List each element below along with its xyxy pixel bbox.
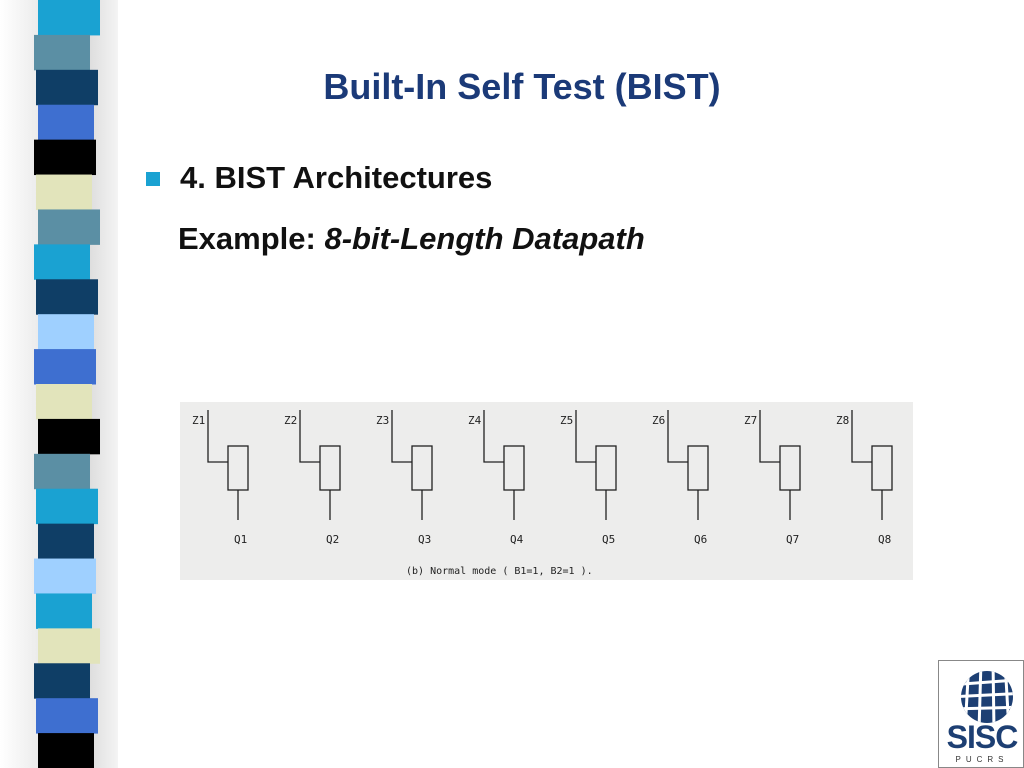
stripe-segment <box>34 558 96 594</box>
stripe-segment <box>34 663 90 699</box>
output-label: Q1 <box>234 533 247 546</box>
example-value: 8-bit-Length Datapath <box>324 221 645 256</box>
register-box <box>319 445 341 491</box>
output-label: Q5 <box>602 533 615 546</box>
stripe-segment <box>36 174 92 210</box>
stripe-segment <box>38 733 94 768</box>
stripe-segment <box>36 279 98 315</box>
input-wire <box>575 410 596 463</box>
globe-icon <box>961 671 1013 723</box>
input-wire <box>851 410 872 463</box>
stripe-segment <box>38 418 100 455</box>
bullet-square-icon <box>146 172 160 186</box>
stripe-segment <box>38 628 100 664</box>
stripe-segment <box>38 523 94 560</box>
stripe-segment <box>38 104 94 141</box>
register-box <box>871 445 893 491</box>
decorative-stripe-band <box>34 0 100 768</box>
input-wire <box>391 410 412 463</box>
logo-subtitle: PUCRS <box>955 755 1009 764</box>
input-wire <box>483 410 504 463</box>
output-label: Q4 <box>510 533 524 546</box>
stripe-segment <box>38 209 100 245</box>
logo-name: SISC <box>946 719 1019 755</box>
input-wire <box>299 410 320 463</box>
input-label: Z2 <box>284 414 297 427</box>
stripe-segment <box>36 488 98 525</box>
bullet-text: 4. BIST Architectures <box>180 160 493 195</box>
example-line: Example: 8-bit-Length Datapath <box>178 221 645 257</box>
input-label: Z7 <box>744 414 757 427</box>
input-wire <box>207 410 228 463</box>
sisc-logo: SISC PUCRS <box>938 660 1024 768</box>
output-label: Q8 <box>878 533 891 546</box>
register-box <box>411 445 433 491</box>
stripe-segment <box>34 139 96 176</box>
input-label: Z6 <box>652 414 665 427</box>
register-box <box>503 445 525 491</box>
register-box <box>595 445 617 491</box>
input-label: Z5 <box>560 414 573 427</box>
slide-title: Built-In Self Test (BIST) <box>323 66 721 107</box>
stripe-segment <box>36 698 98 734</box>
stripe-segment <box>34 244 90 280</box>
stripe-segment <box>34 349 96 385</box>
input-wire <box>759 410 780 463</box>
output-label: Q3 <box>418 533 431 546</box>
stripe-segment <box>36 593 92 629</box>
output-label: Q7 <box>786 533 799 546</box>
input-label: Z3 <box>376 414 389 427</box>
input-label: Z1 <box>192 414 205 427</box>
register-box <box>779 445 801 491</box>
stripe-segment <box>36 69 98 106</box>
output-label: Q2 <box>326 533 339 546</box>
register-box <box>227 445 249 491</box>
figure-caption: (b) Normal mode ( B1=1, B2=1 ). <box>406 566 593 577</box>
input-label: Z4 <box>468 414 482 427</box>
input-label: Z8 <box>836 414 849 427</box>
example-label: Example: <box>178 221 316 256</box>
stripe-segment <box>34 453 90 490</box>
stripe-segment <box>36 384 92 420</box>
output-label: Q6 <box>694 533 707 546</box>
stripe-segment <box>38 314 94 350</box>
register-box <box>687 445 709 491</box>
stripe-segment <box>34 34 90 71</box>
stripe-segment <box>38 0 100 36</box>
input-wire <box>667 410 688 463</box>
